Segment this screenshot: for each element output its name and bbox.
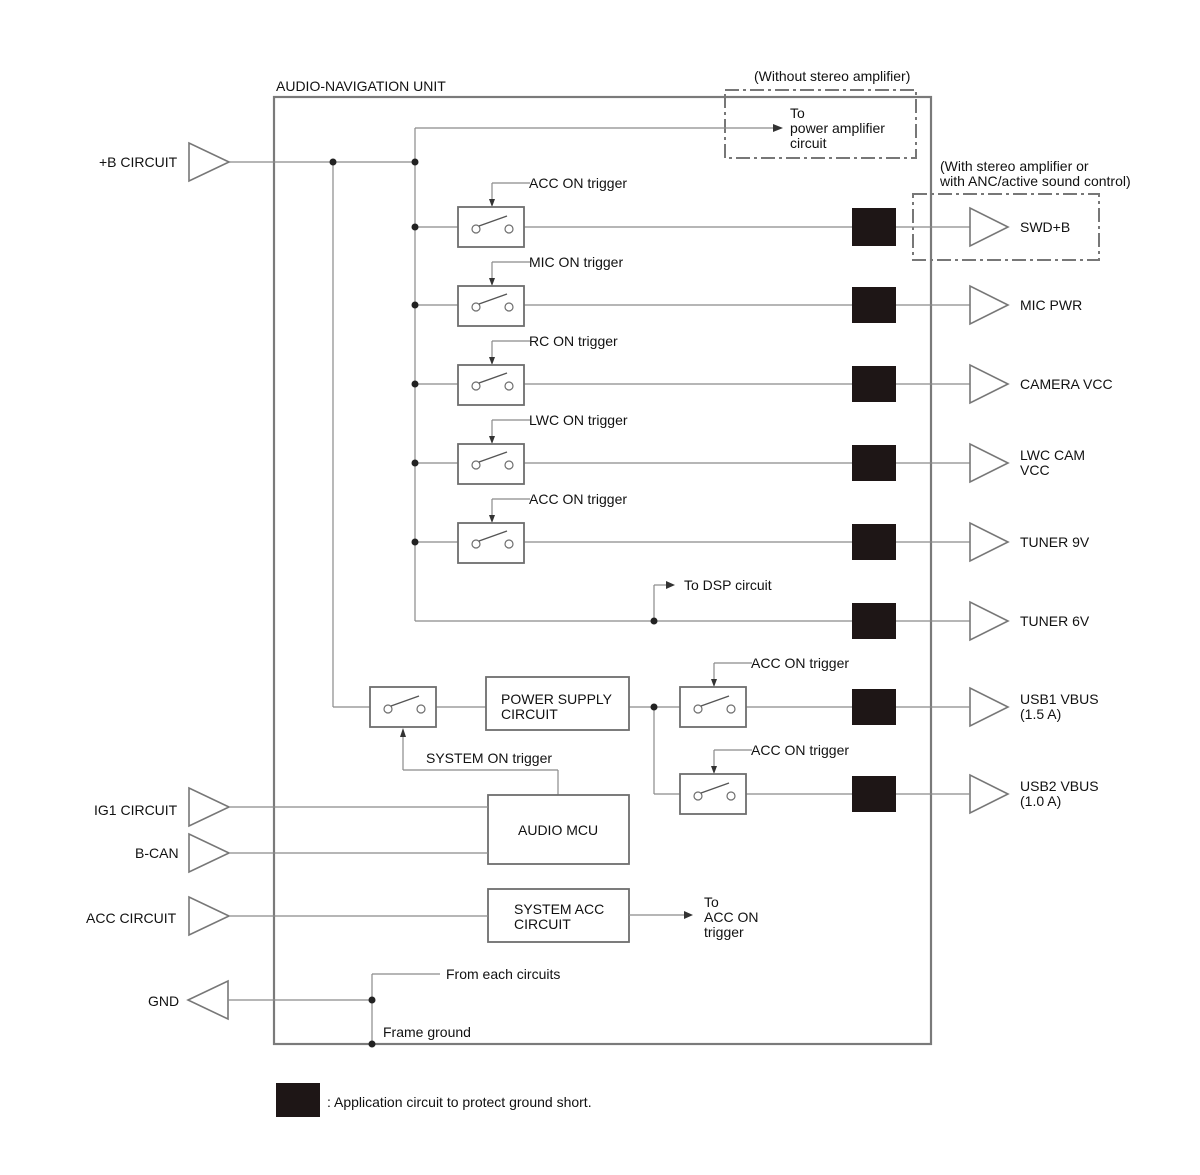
protection-block-usb2 xyxy=(852,776,896,812)
output-label-lwc-1: LWC CAM xyxy=(1020,447,1085,463)
with-amp-note-line-1: (With stereo amplifier or xyxy=(940,158,1089,174)
trigger-label-rc: RC ON trigger xyxy=(529,333,618,349)
input-terminal-bcan xyxy=(188,832,231,874)
switch-system xyxy=(369,686,437,728)
trigger-label-tuner9: ACC ON trigger xyxy=(529,491,627,507)
system-acc-label-1: SYSTEM ACC xyxy=(514,901,604,917)
output-label-usb1-1: USB1 VBUS xyxy=(1020,691,1099,707)
input-label-gnd: GND xyxy=(148,993,179,1009)
output-terminal-usb1 xyxy=(969,686,1010,728)
row-camera xyxy=(415,340,970,385)
power-supply-wiring xyxy=(400,662,970,795)
trigger-label-swd: ACC ON trigger xyxy=(529,175,627,191)
output-terminal-mic xyxy=(969,284,1010,326)
switch-usb1 xyxy=(679,686,747,728)
output-label-tuner6: TUNER 6V xyxy=(1020,613,1090,629)
audio-mcu-label: AUDIO MCU xyxy=(518,822,598,838)
input-label-ig1: IG1 CIRCUIT xyxy=(94,802,178,818)
audio-mcu-block xyxy=(487,794,630,865)
switch-tuner9 xyxy=(457,522,525,564)
without-amp-line-2: power amplifier xyxy=(790,120,885,136)
switch-usb2 xyxy=(679,773,747,815)
output-terminal-lwc xyxy=(969,442,1010,484)
output-label-lwc-2: VCC xyxy=(1020,462,1050,478)
protection-block-tuner9 xyxy=(852,524,896,560)
to-acc-line-1: To xyxy=(704,894,719,910)
audio-navigation-unit-boundary xyxy=(272,95,933,1046)
system-acc-circuit-block xyxy=(487,888,630,943)
output-label-usb2-2: (1.0 A) xyxy=(1020,793,1061,809)
legend-text: : Application circuit to protect ground … xyxy=(327,1094,592,1110)
output-label-mic: MIC PWR xyxy=(1020,297,1082,313)
system-acc-label-2: CIRCUIT xyxy=(514,916,571,932)
row-tuner6 xyxy=(415,581,970,622)
output-terminal-camera xyxy=(969,363,1010,405)
row-tuner9 xyxy=(415,498,970,543)
row-lwc xyxy=(415,419,970,464)
output-label-tuner9: TUNER 9V xyxy=(1020,534,1090,550)
output-label-usb2-1: USB2 VBUS xyxy=(1020,778,1099,794)
output-label-camera: CAMERA VCC xyxy=(1020,376,1113,392)
power-supply-circuit-block xyxy=(485,676,630,731)
unit-title: AUDIO-NAVIGATION UNIT xyxy=(276,78,446,94)
trigger-label-mic: MIC ON trigger xyxy=(529,254,623,270)
trigger-label-usb1: ACC ON trigger xyxy=(751,655,849,671)
switch-swd xyxy=(457,206,525,248)
dsp-label: To DSP circuit xyxy=(684,577,772,593)
output-label-usb1-2: (1.5 A) xyxy=(1020,706,1061,722)
output-label-swd: SWD+B xyxy=(1020,219,1070,235)
protection-block-mic xyxy=(852,287,896,323)
input-terminal-b-circuit xyxy=(188,141,231,183)
output-terminal-tuner6 xyxy=(969,600,1010,642)
trigger-label-system: SYSTEM ON trigger xyxy=(426,750,552,766)
switch-lwc xyxy=(457,443,525,485)
input-terminal-acc xyxy=(188,895,231,937)
trigger-label-lwc: LWC ON trigger xyxy=(529,412,628,428)
without-amp-line-3: circuit xyxy=(790,135,827,151)
row-mic xyxy=(415,261,970,306)
output-terminal-usb2 xyxy=(969,773,1010,815)
output-terminal-tuner9 xyxy=(969,521,1010,563)
ground-terminal xyxy=(186,979,229,1021)
protection-block-tuner6 xyxy=(852,603,896,639)
with-amp-note-line-2: with ANC/active sound control) xyxy=(939,173,1131,189)
without-amp-box xyxy=(724,89,917,159)
protection-block-swd xyxy=(852,208,896,246)
ground-from-each-label: From each circuits xyxy=(446,966,560,982)
input-label-bcan: B-CAN xyxy=(135,845,179,861)
switch-camera xyxy=(457,364,525,406)
protection-block-lwc xyxy=(852,445,896,481)
junction-dots xyxy=(329,158,658,1048)
without-amp-line-1: To xyxy=(790,105,805,121)
input-terminal-ig1 xyxy=(188,786,231,828)
without-amp-note: (Without stereo amplifier) xyxy=(754,68,910,84)
legend-protection-block xyxy=(276,1083,320,1117)
switch-mic xyxy=(457,285,525,327)
trigger-label-usb2: ACC ON trigger xyxy=(751,742,849,758)
input-label-b-circuit: +B CIRCUIT xyxy=(99,154,178,170)
to-acc-line-2: ACC ON xyxy=(704,909,758,925)
power-supply-label-1: POWER SUPPLY xyxy=(501,691,613,707)
output-terminal-swd xyxy=(969,206,1010,248)
protection-block-camera xyxy=(852,366,896,402)
frame-ground-label: Frame ground xyxy=(383,1024,471,1040)
input-label-acc: ACC CIRCUIT xyxy=(86,910,177,926)
to-acc-line-3: trigger xyxy=(704,924,744,940)
power-supply-label-2: CIRCUIT xyxy=(501,706,558,722)
row-swd xyxy=(415,182,970,228)
protection-block-usb1 xyxy=(852,689,896,725)
